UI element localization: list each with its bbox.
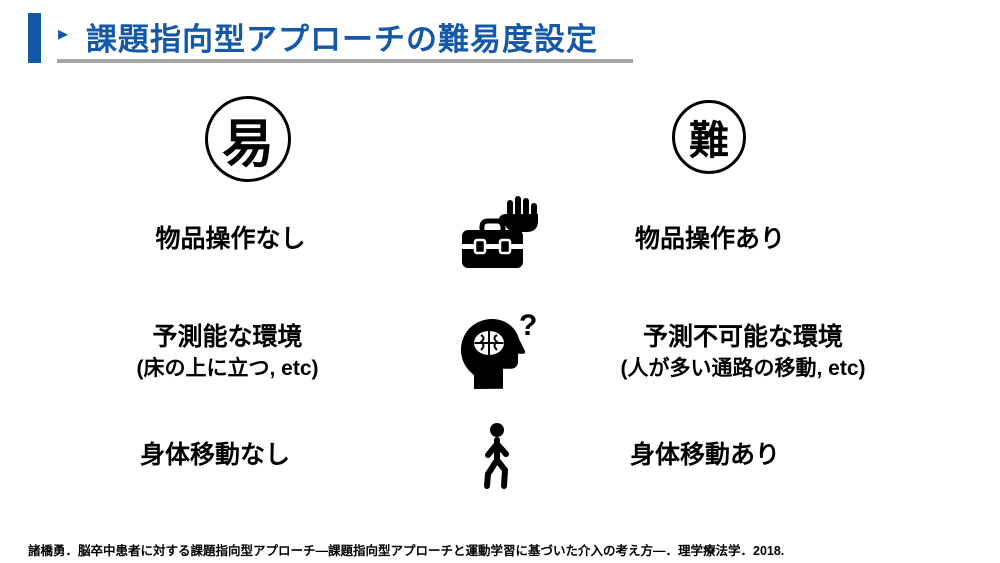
- walking-person-icon-svg: [484, 423, 509, 489]
- walking-person-icon: [478, 422, 518, 490]
- title-underline: [57, 59, 633, 63]
- page-title: 課題指向型アプローチの難易度設定: [86, 22, 598, 57]
- easy-circle-label: 易: [221, 115, 274, 174]
- row1-right-text: 物品操作あり: [634, 225, 785, 254]
- toolbox-hand-icon: [460, 196, 544, 270]
- row1-right-cell: 物品操作あり: [540, 214, 880, 266]
- hard-circle: 難: [672, 100, 746, 174]
- hard-circle-label: 難: [689, 119, 729, 163]
- row3-right-cell: 身体移動あり: [535, 430, 875, 482]
- row3-left-cell: 身体移動なし: [45, 430, 385, 482]
- title-bullet-icon: ▸: [58, 23, 69, 45]
- row2-left-cell: 予測能な環境 (床の上に立つ, etc): [55, 310, 400, 394]
- easy-circle: 易: [205, 96, 291, 182]
- svg-text:?: ?: [519, 313, 537, 342]
- toolbox-hand-icon-svg: [462, 196, 538, 268]
- row3-left-text: 身体移動なし: [139, 441, 290, 470]
- row2-right-text: 予測不可能な環境: [642, 322, 843, 351]
- row1-left-cell: 物品操作なし: [58, 214, 403, 266]
- row3-right-text: 身体移動あり: [629, 441, 780, 470]
- citation-footer: 諸橋勇．脳卒中患者に対する課題指向型アプローチ―課題指向型アプローチと運動学習に…: [28, 544, 785, 558]
- row2-left-text: 予測能な環境: [152, 322, 303, 351]
- row1-left-text: 物品操作なし: [155, 225, 306, 254]
- title-accent-bar: [28, 13, 41, 63]
- head-brain-question-icon: ?: [458, 313, 538, 391]
- row2-left-subtext: (床の上に立つ, etc): [136, 356, 319, 380]
- head-brain-question-icon-svg: ?: [461, 313, 537, 389]
- row2-right-cell: 予測不可能な環境 (人が多い通路の移動, etc): [552, 310, 934, 394]
- row2-right-subtext: (人が多い通路の移動, etc): [620, 356, 866, 380]
